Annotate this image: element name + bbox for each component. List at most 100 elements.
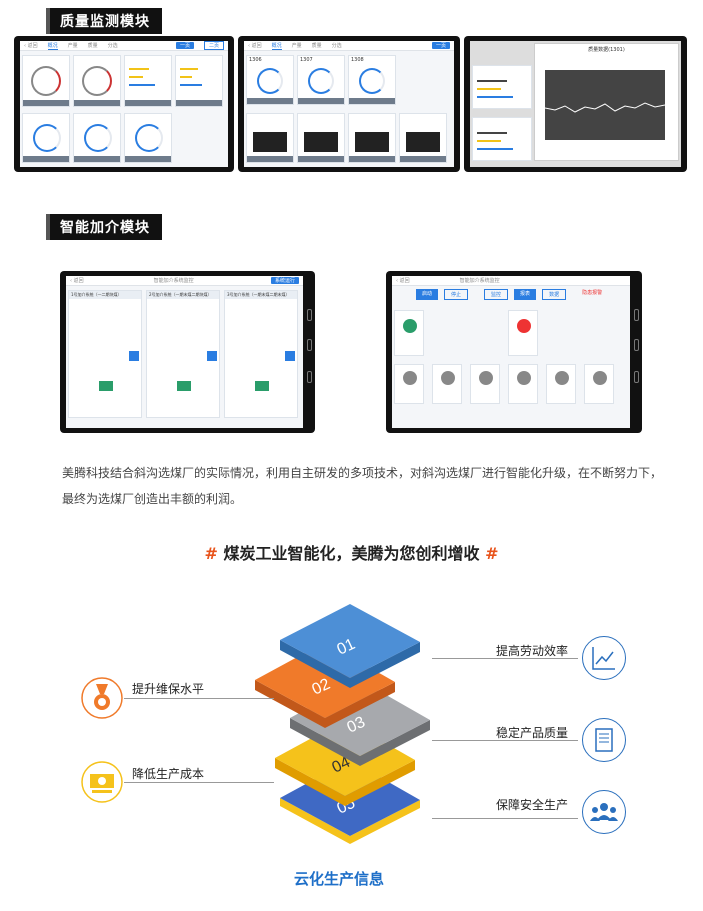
- valve-card: [546, 364, 576, 404]
- progress-card: [124, 55, 172, 107]
- quality-screenshot-3: 质量数据(1301): [464, 36, 687, 172]
- start-button[interactable]: 启动: [416, 289, 439, 300]
- top-nav: ‹ 返回 智能加介系统监控: [392, 276, 630, 286]
- screen-title: 智能加介系统监控: [153, 278, 194, 284]
- slogan-text: 煤炭工业智能化，美腾为您创利增收: [223, 544, 480, 563]
- stop-button[interactable]: 停止: [444, 289, 469, 300]
- caption-cloud-info: 云化生产信息: [294, 870, 385, 888]
- connector-line: [432, 658, 578, 659]
- gauge-dial: [135, 124, 163, 152]
- dosing-column: 1号加介系统（一二期块煤）: [68, 290, 142, 418]
- chart-popup-title: 质量数据(1301): [588, 47, 625, 53]
- gauge-card: [22, 113, 70, 163]
- connector-line: [124, 782, 274, 783]
- tank-card: [246, 113, 294, 163]
- slogan-heading: # 煤炭工业智能化，美腾为您创利增收 #: [0, 540, 703, 564]
- tab-sorting[interactable]: 分选: [107, 43, 118, 49]
- system-run-button[interactable]: 系统运行: [270, 277, 299, 284]
- monitor-tab[interactable]: 监控: [484, 289, 509, 300]
- connector-line: [432, 740, 578, 741]
- benefit-safety: 保障安全生产: [496, 798, 569, 812]
- device-side-button: [634, 339, 639, 351]
- money-icon: [80, 760, 124, 804]
- tank-card: [297, 113, 345, 163]
- section-tag-quality: 质量监测模块: [46, 8, 162, 34]
- gauge-dial: [359, 68, 385, 94]
- page2-button[interactable]: 二页: [203, 41, 224, 50]
- users-icon: [582, 790, 626, 834]
- progress-card: [175, 55, 223, 107]
- layer-stack: 05 04 03 02 01: [255, 604, 430, 844]
- layer-05-side: [280, 798, 420, 844]
- layer-01: [280, 604, 420, 678]
- screen-title: 智能加介系统监控: [459, 278, 500, 284]
- layer-01-label: 01: [335, 636, 358, 659]
- valve-card: [508, 310, 538, 356]
- tab-quality[interactable]: 质量: [311, 43, 322, 49]
- layer-04-side: [275, 758, 415, 806]
- device-side-button: [307, 339, 312, 351]
- top-nav: ‹ 返回 概况 产量 质量 分选 一页 二页: [20, 41, 228, 51]
- gauge-dial: [82, 66, 112, 96]
- gauge-card: 1307: [297, 55, 345, 105]
- device-side-button: [307, 371, 312, 383]
- connector-line: [432, 818, 578, 819]
- hash-left: #: [204, 544, 218, 563]
- quality-screenshot-1: ‹ 返回 概况 产量 质量 分选 一页 二页: [14, 36, 234, 172]
- valve-card: [508, 364, 538, 404]
- gauge-card: [124, 113, 172, 163]
- progress-card: [472, 117, 532, 161]
- benefit-maintenance: 提升维保水平: [132, 682, 205, 696]
- connector-line: [124, 698, 274, 699]
- tab-quality[interactable]: 质量: [87, 43, 98, 49]
- tab-overview[interactable]: 概况: [47, 42, 58, 50]
- layer-02-label: 02: [310, 676, 333, 699]
- trend-chart-icon: [582, 636, 626, 680]
- gauge-dial: [84, 124, 112, 152]
- top-nav: ‹ 返回 智能加介系统监控 系统运行: [66, 276, 303, 286]
- tank-card: [348, 113, 396, 163]
- gauge-dial: [308, 68, 334, 94]
- back-link[interactable]: ‹ 返回: [396, 278, 410, 284]
- back-link[interactable]: ‹ 返回: [70, 278, 84, 284]
- valve-card: [470, 364, 500, 404]
- tab-overview[interactable]: 概况: [271, 42, 282, 50]
- layer-02: [255, 642, 395, 718]
- tab-production[interactable]: 产量: [291, 43, 302, 49]
- benefit-quality: 稳定产品质量: [496, 726, 569, 740]
- hash-right: #: [485, 544, 499, 563]
- benefit-cost: 降低生产成本: [132, 767, 205, 781]
- gauge-dial: [31, 66, 61, 96]
- alarm-text: 隐患报警: [582, 290, 603, 296]
- gauge-dial: [257, 68, 283, 94]
- page1-button[interactable]: 一页: [431, 42, 450, 49]
- tank-card: [399, 113, 447, 163]
- layer-04-label: 04: [330, 754, 353, 777]
- device-side-button: [307, 309, 312, 321]
- tab-production[interactable]: 产量: [67, 43, 78, 49]
- valve-card: [584, 364, 614, 404]
- line-chart: [544, 102, 666, 113]
- control-tabs: 启动 停止 监控 报表 数据 隐患报警: [416, 289, 602, 300]
- layer-02-side: [255, 680, 395, 728]
- tab-sorting[interactable]: 分选: [331, 43, 342, 49]
- report-tab[interactable]: 报表: [514, 289, 537, 300]
- gauge-card: 1308: [348, 55, 396, 105]
- page1-button[interactable]: 一页: [175, 42, 194, 49]
- back-link[interactable]: ‹ 返回: [24, 43, 38, 49]
- quality-screenshot-2: ‹ 返回 概况 产量 质量 分选 一页 1306 1307 1308: [238, 36, 460, 172]
- layer-01-side: [280, 640, 420, 688]
- data-tab[interactable]: 数据: [542, 289, 567, 300]
- layer-04: [275, 720, 415, 796]
- valve-card: [394, 310, 424, 356]
- progress-card: [472, 65, 532, 109]
- gauge-card: [73, 113, 121, 163]
- chart-line: [544, 102, 666, 113]
- gauge-card: [73, 55, 121, 107]
- benefit-efficiency: 提高劳动效率: [496, 644, 569, 658]
- back-link[interactable]: ‹ 返回: [248, 43, 262, 49]
- dosing-column: 2号加介系统（一期末煤二期块煤）: [146, 290, 220, 418]
- device-side-button: [634, 371, 639, 383]
- top-nav: ‹ 返回 概况 产量 质量 分选 一页: [244, 41, 454, 51]
- device-side-button: [634, 309, 639, 321]
